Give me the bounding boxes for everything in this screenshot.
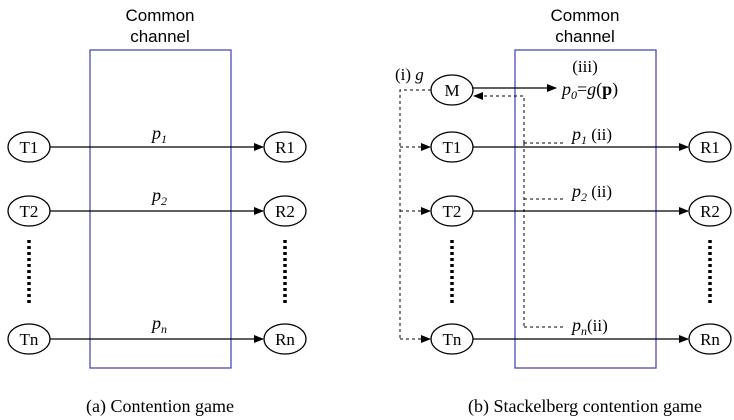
link-label-b-1: p1 (ii) (570, 124, 612, 147)
link-label-a-n: pn (150, 313, 167, 336)
node-t2-a-label: T2 (20, 202, 39, 221)
node-manager-label: M (444, 81, 459, 100)
node-r1-a (263, 131, 307, 163)
node-t1-a-label: T1 (20, 138, 39, 157)
common-channel-b (514, 49, 657, 369)
step-i-label: (i) g (395, 65, 424, 84)
node-tn-a-label: Tn (20, 330, 39, 349)
caption-a: (a) Contention game (86, 396, 234, 417)
common-channel-a (89, 49, 232, 369)
channel-label-b-line2: channel (555, 27, 615, 46)
node-rn-b (688, 323, 732, 355)
node-r1-b-label: R1 (700, 138, 720, 157)
node-t1-b-label: T1 (443, 138, 462, 157)
node-r2-a (263, 195, 307, 227)
node-rn-a (263, 323, 307, 355)
node-r1-b (688, 131, 732, 163)
node-rn-a-label: Rn (275, 330, 295, 349)
link-label-b-n: pn(ii) (570, 315, 608, 338)
caption-b: (b) Stackelberg contention game (468, 396, 702, 417)
node-r1-a-label: R1 (275, 138, 295, 157)
channel-label-a-line1: Common (126, 6, 195, 25)
panel-b: Common channel M T1 T2 Tn R1 R2 Rn (iii)… (395, 6, 732, 417)
node-rn-b-label: Rn (700, 330, 720, 349)
channel-label-a-line2: channel (130, 27, 190, 46)
node-t2-b-label: T2 (443, 202, 462, 221)
node-r2-b (688, 195, 732, 227)
formula-p0: p0=g(p) (560, 79, 618, 102)
panel-a: Common channel T1 T2 Tn R1 R2 Rn p1 p2 p… (7, 6, 307, 417)
link-label-a-1: p1 (150, 123, 167, 146)
node-tn-b-label: Tn (443, 330, 462, 349)
dashed-feedback-trunk (473, 92, 525, 143)
channel-label-b-line1: Common (551, 6, 620, 25)
dashed-g-trunk (399, 89, 431, 339)
step-iii-label: (iii) (572, 57, 598, 76)
node-r2-b-label: R2 (700, 202, 720, 221)
link-label-b-2: p2 (ii) (570, 181, 612, 204)
link-label-a-2: p2 (150, 185, 167, 208)
node-r2-a-label: R2 (275, 202, 295, 221)
